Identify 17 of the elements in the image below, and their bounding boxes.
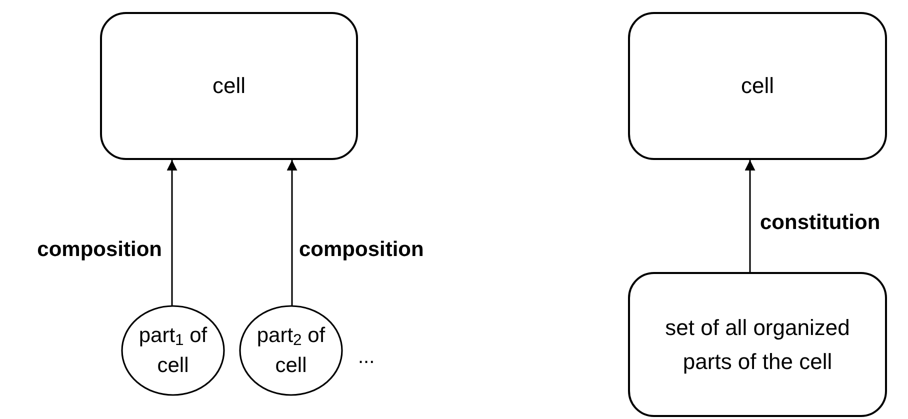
ellipsis-text: ... [358,346,375,368]
node-label: part$_{2}$ of cell [256,322,326,378]
rounded-box [628,272,887,417]
arrow [744,160,756,272]
rounded-box [628,12,887,160]
edge-label: composition [37,238,162,262]
node-label: cell [740,72,774,100]
rounded-box [100,12,358,160]
node-label: cell [212,72,246,100]
edge-label: constitution [760,211,880,235]
ellipse-node [121,305,225,396]
ellipse-node [239,305,343,396]
node-label: part$_{1}$ of cell [138,322,208,378]
edge-label: composition [299,238,424,262]
node-label: set of all organized parts of the cell [664,314,851,376]
arrow [286,160,298,306]
arrow [166,160,178,306]
